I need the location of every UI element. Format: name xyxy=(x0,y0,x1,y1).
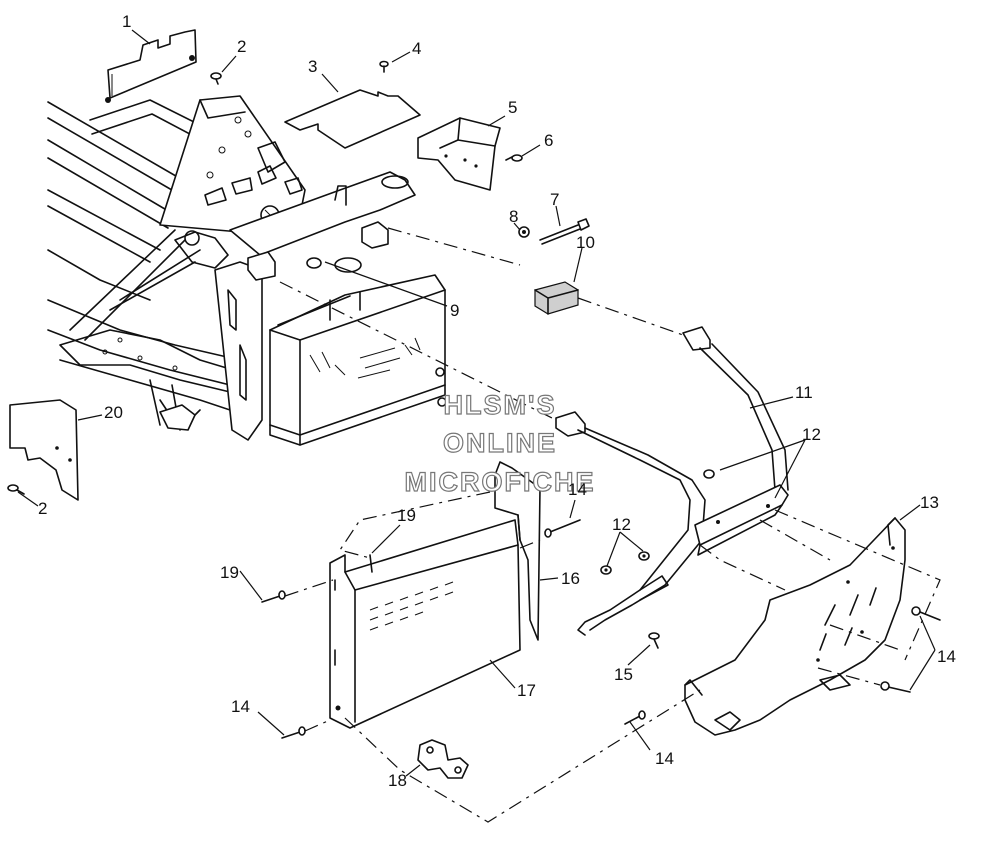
part-2-screw-left xyxy=(7,484,25,495)
callout-20: 20 xyxy=(104,403,123,422)
part-7-bolt xyxy=(539,218,590,245)
callout-5: 5 xyxy=(508,98,517,117)
part-19-rivets xyxy=(261,554,373,603)
part-11-bumper xyxy=(555,326,789,636)
part-13-skid-plate xyxy=(684,517,906,736)
part-10-block xyxy=(534,281,579,315)
callout-18: 18 xyxy=(388,771,407,790)
callout-14-bottom: 14 xyxy=(655,749,674,768)
callout-13: 13 xyxy=(920,493,939,512)
callout-9: 9 xyxy=(450,301,459,320)
part-17-front-panel xyxy=(329,519,521,729)
part-4-screw xyxy=(379,60,389,73)
callout-14-right: 14 xyxy=(937,647,956,666)
chassis-frame xyxy=(47,95,416,441)
callout-numbers: 1 2 3 4 5 6 7 8 9 10 11 12 12 13 14 14 1… xyxy=(38,12,956,790)
part-20-shield xyxy=(9,399,79,501)
part-8-washer xyxy=(518,226,530,238)
watermark-line-3: MICROFICHE xyxy=(405,467,596,497)
callout-19-left: 19 xyxy=(220,563,239,582)
callout-6: 6 xyxy=(544,131,553,150)
callout-4: 4 xyxy=(412,39,421,58)
callout-8: 8 xyxy=(509,207,518,226)
callout-2-top: 2 xyxy=(237,37,246,56)
part-12-washers xyxy=(600,469,715,575)
callout-12-right: 12 xyxy=(802,425,821,444)
part-16-side-panel xyxy=(494,461,541,641)
callout-7: 7 xyxy=(550,190,559,209)
part-15-screw xyxy=(648,632,660,649)
alignment-lines xyxy=(279,227,941,823)
callout-3: 3 xyxy=(308,57,317,76)
callout-11: 11 xyxy=(795,383,813,402)
callout-14-center: 14 xyxy=(568,480,587,499)
callout-10: 10 xyxy=(576,233,595,252)
part-5-bracket xyxy=(417,117,501,191)
callout-12-left: 12 xyxy=(612,515,631,534)
part-18-clip xyxy=(417,739,469,779)
callout-14-left: 14 xyxy=(231,697,250,716)
watermark-line-1: HLSM'S xyxy=(444,390,557,420)
callout-2-left: 2 xyxy=(38,499,47,518)
part-6-screw xyxy=(505,154,523,162)
part-1-bracket xyxy=(105,29,197,103)
callout-15: 15 xyxy=(614,665,633,684)
part-2-screw-top xyxy=(210,72,222,85)
callout-19-top: 19 xyxy=(397,506,416,525)
callout-1: 1 xyxy=(122,12,131,31)
radiator xyxy=(269,257,447,446)
leader-lines xyxy=(17,29,936,777)
part-3-plate xyxy=(284,89,421,149)
callout-16: 16 xyxy=(561,569,580,588)
part-14-rivets xyxy=(281,519,941,739)
watermark-line-2: ONLINE xyxy=(443,428,557,458)
callout-17: 17 xyxy=(517,681,536,700)
watermark: HLSM'S ONLINE MICROFICHE xyxy=(404,389,596,497)
